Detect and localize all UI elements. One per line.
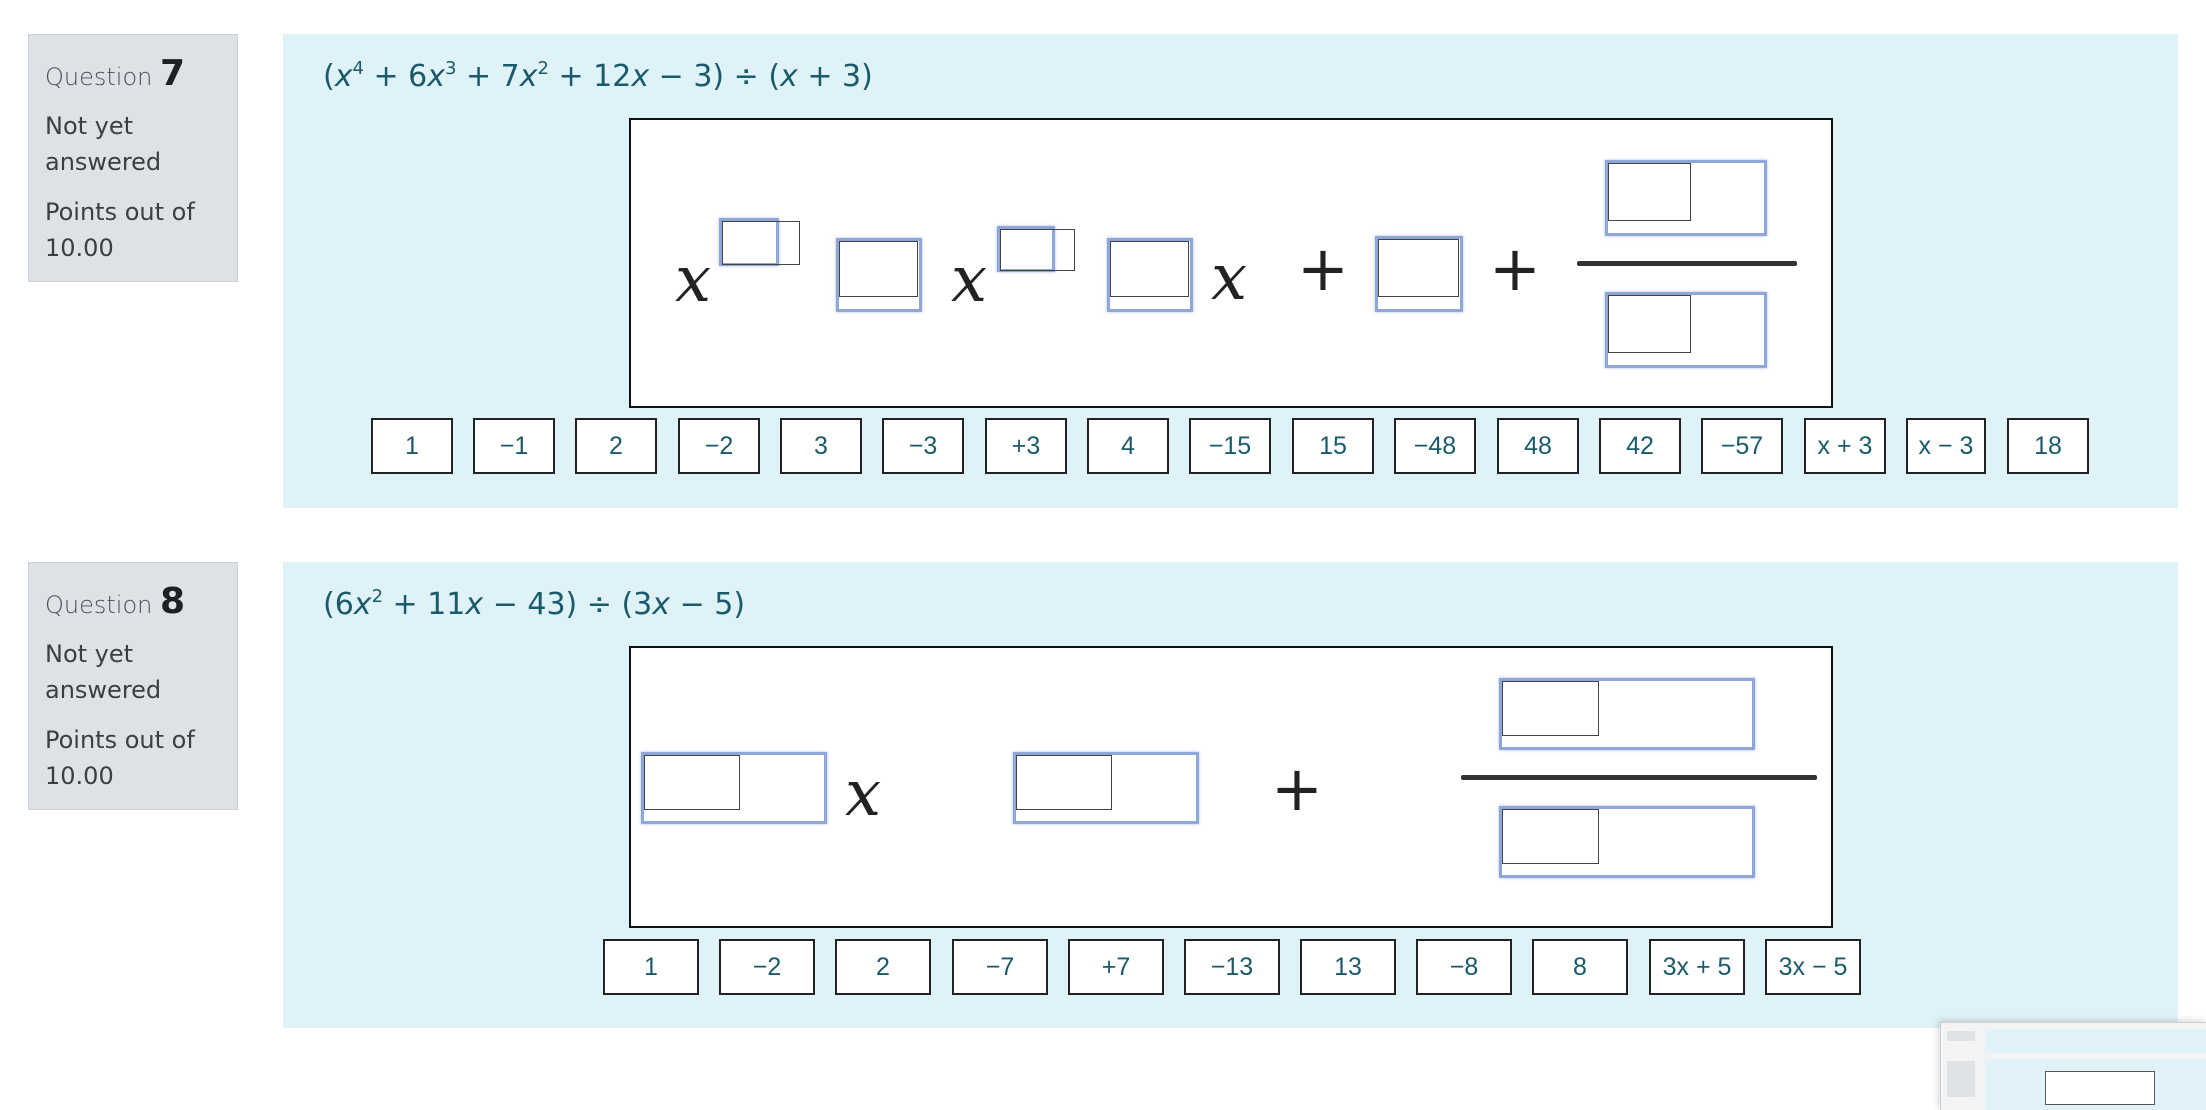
- question-number: Question 7: [45, 53, 186, 94]
- answer-tokens: 1 −1 2 −2 3 −3 +3 4 −15 15 −48 48 42 −57…: [371, 418, 2091, 474]
- drop-box-constant[interactable]: [1375, 236, 1463, 312]
- answer-token[interactable]: −2: [678, 418, 760, 474]
- answer-token[interactable]: 48: [1497, 418, 1579, 474]
- variable-x: x: [675, 243, 712, 317]
- answer-token[interactable]: +7: [1068, 939, 1164, 995]
- answer-token[interactable]: 13: [1300, 939, 1396, 995]
- answer-token[interactable]: −57: [1701, 418, 1783, 474]
- fraction-bar: [1461, 775, 1817, 780]
- answer-token[interactable]: 42: [1599, 418, 1681, 474]
- answer-token[interactable]: 1: [603, 939, 699, 995]
- plus-sign: +: [1297, 232, 1349, 305]
- question-points: Points out of 10.00: [45, 198, 195, 262]
- answer-token[interactable]: +3: [985, 418, 1067, 474]
- answer-token[interactable]: 4: [1087, 418, 1169, 474]
- drop-box-exponent-1[interactable]: [719, 218, 800, 266]
- drop-box-coefficient-1[interactable]: [836, 238, 922, 312]
- answer-token[interactable]: 18: [2007, 418, 2089, 474]
- answer-token[interactable]: 1: [371, 418, 453, 474]
- variable-x: x: [951, 243, 988, 317]
- question-number-value: 8: [159, 581, 186, 622]
- thumb-block: [1947, 1031, 1975, 1041]
- plus-sign: +: [1489, 232, 1541, 305]
- question-prompt: (x4 + 6x3 + 7x2 + 12x − 3) ÷ (x + 3): [323, 58, 873, 94]
- answer-token[interactable]: −3: [882, 418, 964, 474]
- answer-token[interactable]: −13: [1184, 939, 1280, 995]
- question-state: Not yet answered: [45, 640, 162, 704]
- question-info-7: Question 7 Not yet answered Points out o…: [28, 34, 238, 282]
- answer-token[interactable]: 3: [780, 418, 862, 474]
- question-content-7: (x4 + 6x3 + 7x2 + 12x − 3) ÷ (x + 3) x x…: [283, 34, 2178, 508]
- drop-box-denominator[interactable]: [1605, 292, 1767, 368]
- answer-token[interactable]: 3x − 5: [1765, 939, 1861, 995]
- drop-box-constant[interactable]: [1013, 752, 1199, 824]
- answer-token[interactable]: x − 3: [1906, 418, 1986, 474]
- question-points: Points out of 10.00: [45, 726, 195, 790]
- drop-box-denominator[interactable]: [1499, 806, 1755, 878]
- answer-token[interactable]: −2: [719, 939, 815, 995]
- drop-box-exponent-2[interactable]: [997, 226, 1075, 272]
- thumb-block: [2045, 1071, 2155, 1105]
- answer-token[interactable]: 2: [835, 939, 931, 995]
- drop-box-numerator[interactable]: [1499, 678, 1755, 750]
- fraction-bar: [1577, 261, 1797, 266]
- answer-token[interactable]: −1: [473, 418, 555, 474]
- question-prompt: (6x2 + 11x − 43) ÷ (3x − 5): [323, 586, 746, 622]
- answer-tokens: 1 −2 2 −7 +7 −13 13 −8 8 3x + 5 3x − 5: [603, 939, 1903, 995]
- question-state: Not yet answered: [45, 112, 162, 176]
- variable-x: x: [845, 757, 882, 831]
- answer-token[interactable]: −15: [1189, 418, 1271, 474]
- variable-x: x: [1211, 241, 1248, 315]
- question-number: Question 8: [45, 581, 186, 622]
- answer-token[interactable]: x + 3: [1804, 418, 1886, 474]
- drop-box-numerator[interactable]: [1605, 160, 1767, 236]
- question-number-value: 7: [159, 53, 186, 94]
- page-thumbnail-preview[interactable]: [1940, 1022, 2206, 1110]
- answer-token[interactable]: 3x + 5: [1649, 939, 1745, 995]
- answer-token[interactable]: −8: [1416, 939, 1512, 995]
- question-info-8: Question 8 Not yet answered Points out o…: [28, 562, 238, 810]
- plus-sign: +: [1271, 752, 1323, 825]
- drop-zone-board: x +: [629, 646, 1833, 928]
- answer-token[interactable]: 8: [1532, 939, 1628, 995]
- drop-zone-board: x x x + +: [629, 118, 1833, 408]
- thumb-block: [1985, 1029, 2206, 1053]
- thumb-block: [1947, 1061, 1975, 1097]
- answer-token[interactable]: −7: [952, 939, 1048, 995]
- answer-token[interactable]: −48: [1394, 418, 1476, 474]
- answer-token[interactable]: 15: [1292, 418, 1374, 474]
- answer-token[interactable]: 2: [575, 418, 657, 474]
- question-content-8: (6x2 + 11x − 43) ÷ (3x − 5) x + 1 −2 2 −…: [283, 562, 2178, 1028]
- drop-box-coefficient[interactable]: [641, 752, 827, 824]
- drop-box-coefficient-2[interactable]: [1107, 238, 1193, 312]
